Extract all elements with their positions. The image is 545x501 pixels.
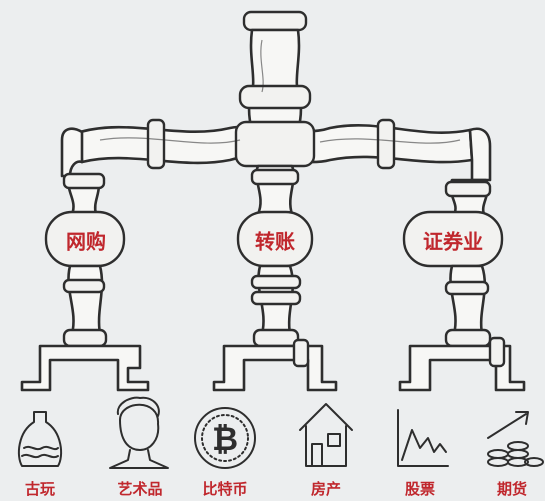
- house-icon: [299, 403, 353, 467]
- svg-text:₿: ₿: [212, 420, 238, 458]
- asset-label-antiques: 古玩: [24, 480, 56, 498]
- asset-label-artwork: 艺术品: [117, 480, 163, 498]
- hub-label-securities: 证券业: [423, 229, 483, 254]
- hub-label-transfer: 转账: [255, 229, 295, 254]
- left-branch-pipe: [20, 172, 150, 392]
- main-horizontal-pipe: [60, 118, 492, 182]
- asset-label-bitcoin: 比特币: [202, 480, 248, 498]
- bitcoin-coin-icon: ₿: [194, 407, 256, 469]
- vase-icon: [17, 411, 63, 467]
- asset-label-stocks: 股票: [404, 480, 436, 498]
- stock-chart-icon: [397, 409, 449, 467]
- asset-label-real-estate: 房产: [310, 480, 342, 498]
- middle-branch-pipe: [212, 164, 338, 392]
- bust-statue-icon: [109, 396, 169, 469]
- rising-coins-icon: [487, 411, 544, 467]
- hub-label-online-shopping: 网购: [66, 229, 106, 254]
- right-branch-pipe: [398, 178, 526, 392]
- asset-label-futures: 期货: [496, 480, 528, 498]
